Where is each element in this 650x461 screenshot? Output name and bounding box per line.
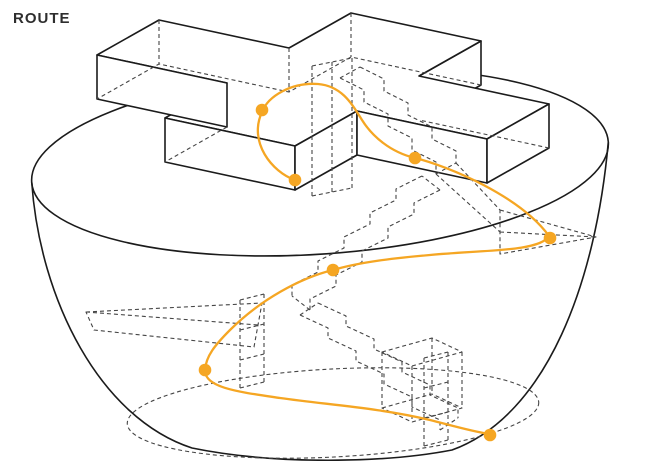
bowl-body: [30, 141, 610, 461]
route-path: [203, 82, 551, 436]
page-title: ROUTE: [13, 10, 71, 27]
route-waypoints: [198, 103, 557, 442]
stair-shaft-center: [311, 57, 353, 197]
hidden-geometry: [85, 13, 597, 459]
stair-shaft-right: [423, 351, 449, 447]
cross-hidden-verticals: [158, 13, 352, 92]
basement-box: [381, 337, 463, 423]
bowl-floor-ellipse: [126, 367, 540, 459]
corridor-right: [435, 162, 501, 233]
cross-volume: [96, 12, 550, 191]
cross-hidden-bottom-edges: [96, 56, 550, 163]
ramp-wedge-left: [85, 302, 263, 348]
solid-geometry: [30, 12, 610, 461]
stair-shaft-left: [239, 293, 265, 389]
route-waypoint-dot: [255, 103, 269, 117]
route-waypoint-dot: [198, 363, 212, 377]
stair-band-lower: [299, 302, 459, 431]
route-waypoint-dot: [483, 428, 497, 442]
route-waypoint-dot: [288, 173, 302, 187]
route-waypoint-dot: [326, 263, 340, 277]
route-waypoint-dot: [408, 151, 422, 165]
stair-band-upper: [339, 66, 457, 175]
lookout-wedge-right: [499, 209, 597, 255]
route-waypoint-dot: [543, 231, 557, 245]
